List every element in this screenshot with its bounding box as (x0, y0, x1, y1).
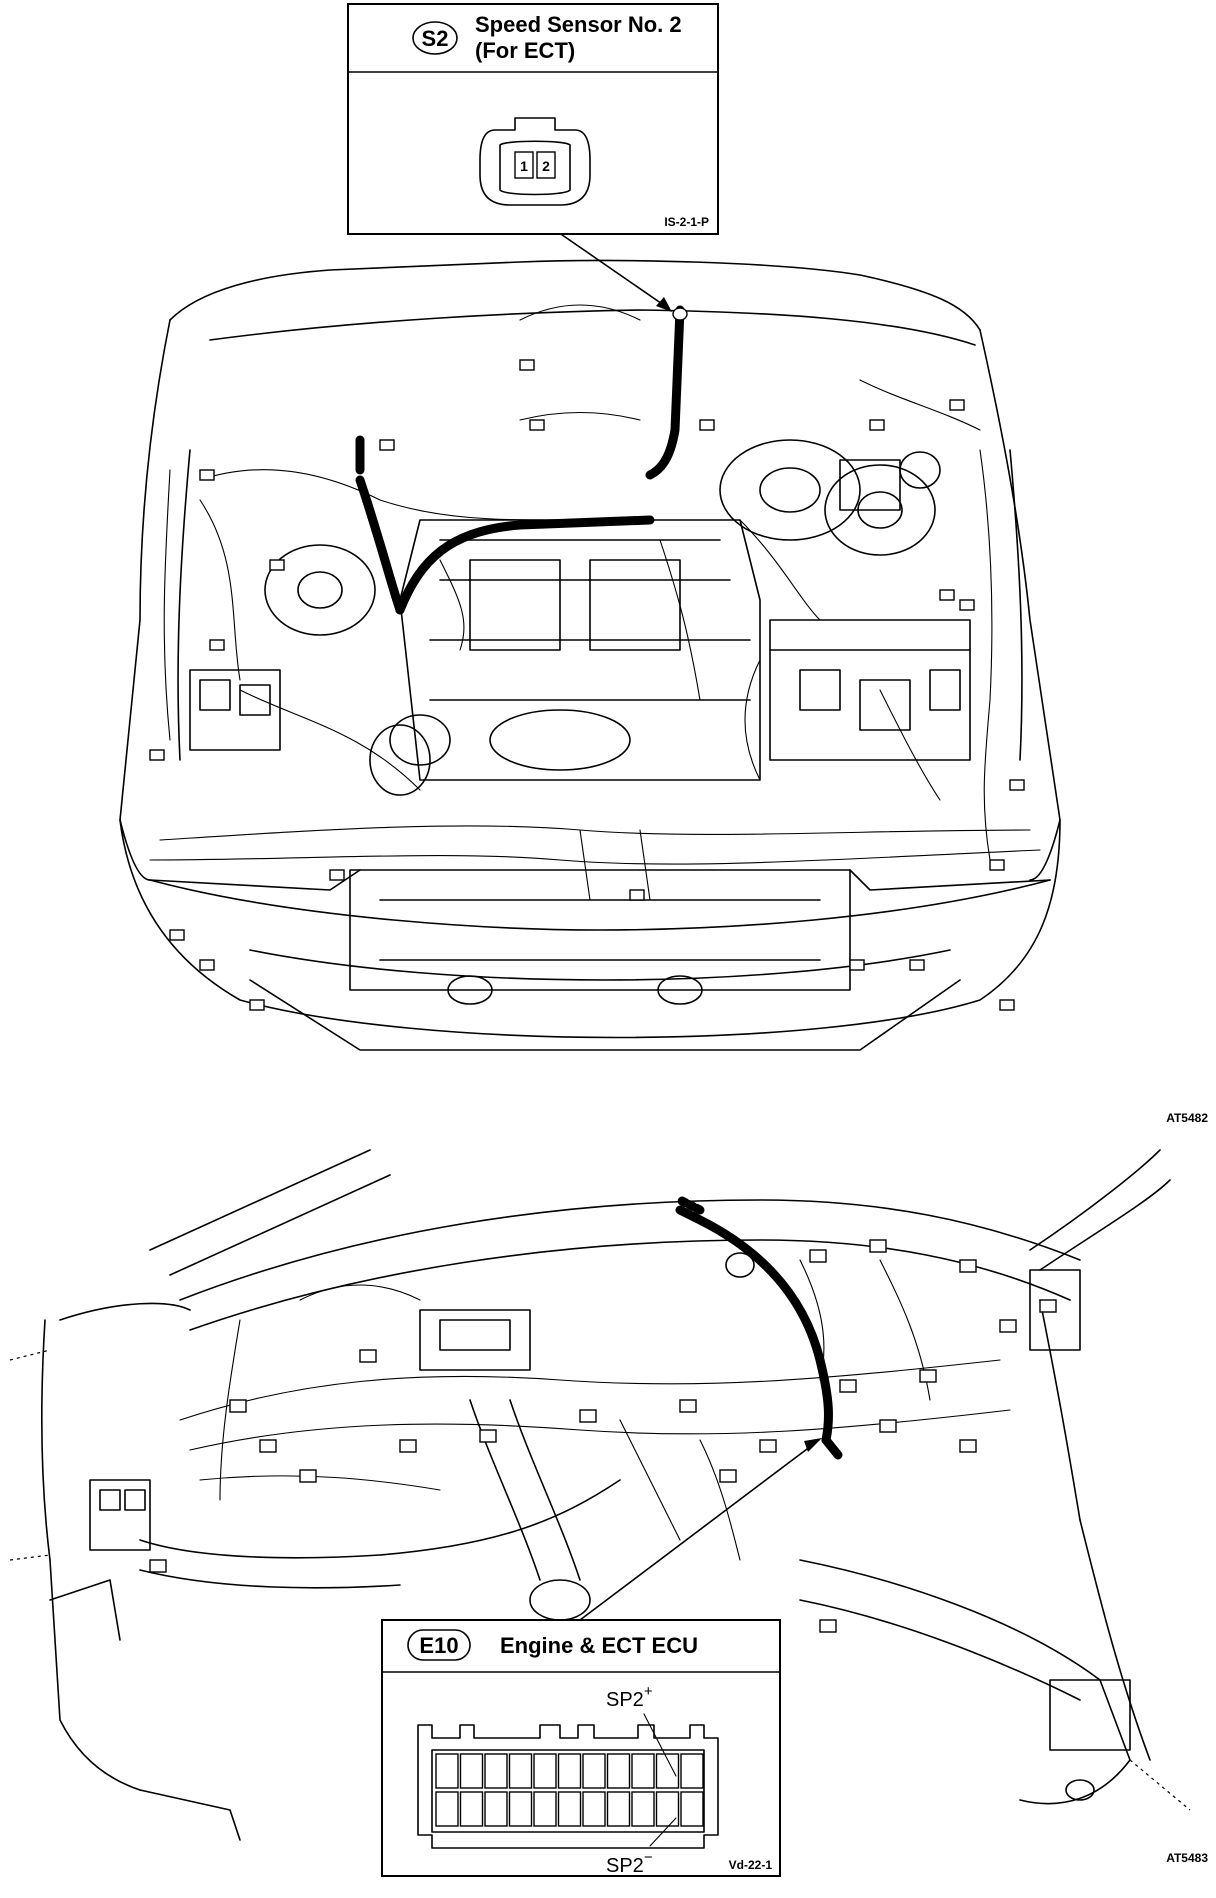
e10-pin-cell (459, 1753, 484, 1789)
e10-code: E10 (419, 1633, 458, 1658)
ecu-harness (675, 1205, 833, 1445)
e10-pin-cell (557, 1791, 582, 1827)
e10-pin-cell (655, 1791, 680, 1827)
speed-sensor-harness (645, 305, 685, 480)
e10-pin-sp2-minus-label: SP2− (606, 1849, 653, 1877)
s2-code-badge (412, 21, 458, 55)
e10-pin-cell (435, 1791, 459, 1827)
s2-code: S2 (422, 26, 449, 51)
s2-pin2-label: 2 (542, 158, 550, 174)
e10-pin-cell (680, 1791, 704, 1827)
s2-title-line1: Speed Sensor No. 2 (475, 12, 682, 37)
e10-leader-line (579, 1442, 816, 1621)
e10-pin-cell (533, 1791, 557, 1827)
engine-compartment-illustration (119, 229, 1061, 1051)
e10-pin-cell (533, 1753, 557, 1789)
s2-pin1-label: 1 (520, 158, 528, 174)
e10-pin-cell (484, 1753, 508, 1789)
e10-pin-grid (435, 1753, 704, 1827)
e10-pin-cell (631, 1753, 655, 1789)
e10-pin-cell (631, 1791, 655, 1827)
e10-pin-cell (680, 1753, 704, 1789)
e10-pin-cell (508, 1791, 533, 1827)
e10-pin-cell (484, 1791, 508, 1827)
e10-connector-face (417, 1724, 719, 1849)
dash-figure-ref: AT5483 (1166, 1851, 1208, 1865)
e10-pin-cell (459, 1791, 484, 1827)
e10-pin-sp2-plus-label: SP2+ (606, 1683, 653, 1711)
s2-connector-callout: S2 Speed Sensor No. 2 (For ECT) 1 2 IS-2… (347, 3, 719, 235)
e10-pin-cell (557, 1753, 582, 1789)
e10-title: Engine & ECT ECU (500, 1633, 698, 1658)
e10-pin-cell (606, 1791, 631, 1827)
s2-leader-line (554, 229, 669, 309)
e10-pin-cell (582, 1791, 606, 1827)
e10-pin-cell (435, 1753, 459, 1789)
e10-pin-cell (655, 1753, 680, 1789)
s2-title-line2: (For ECT) (475, 38, 575, 63)
instrument-panel-illustration (9, 1149, 1191, 1841)
s2-ref-code: IS-2-1-P (664, 215, 709, 229)
s2-connector-face: 1 2 (479, 117, 591, 206)
e10-code-badge (407, 1629, 471, 1661)
e10-ref-code: Vd-22-1 (729, 1858, 773, 1872)
e10-pin-cell (606, 1753, 631, 1789)
e10-pin-cell (582, 1753, 606, 1789)
engine-figure-ref: AT5482 (1166, 1111, 1208, 1125)
e10-pin-cell (508, 1753, 533, 1789)
e10-connector-callout: E10 Engine & ECT ECU SP2+ SP2− Vd-22-1 (381, 1619, 781, 1877)
